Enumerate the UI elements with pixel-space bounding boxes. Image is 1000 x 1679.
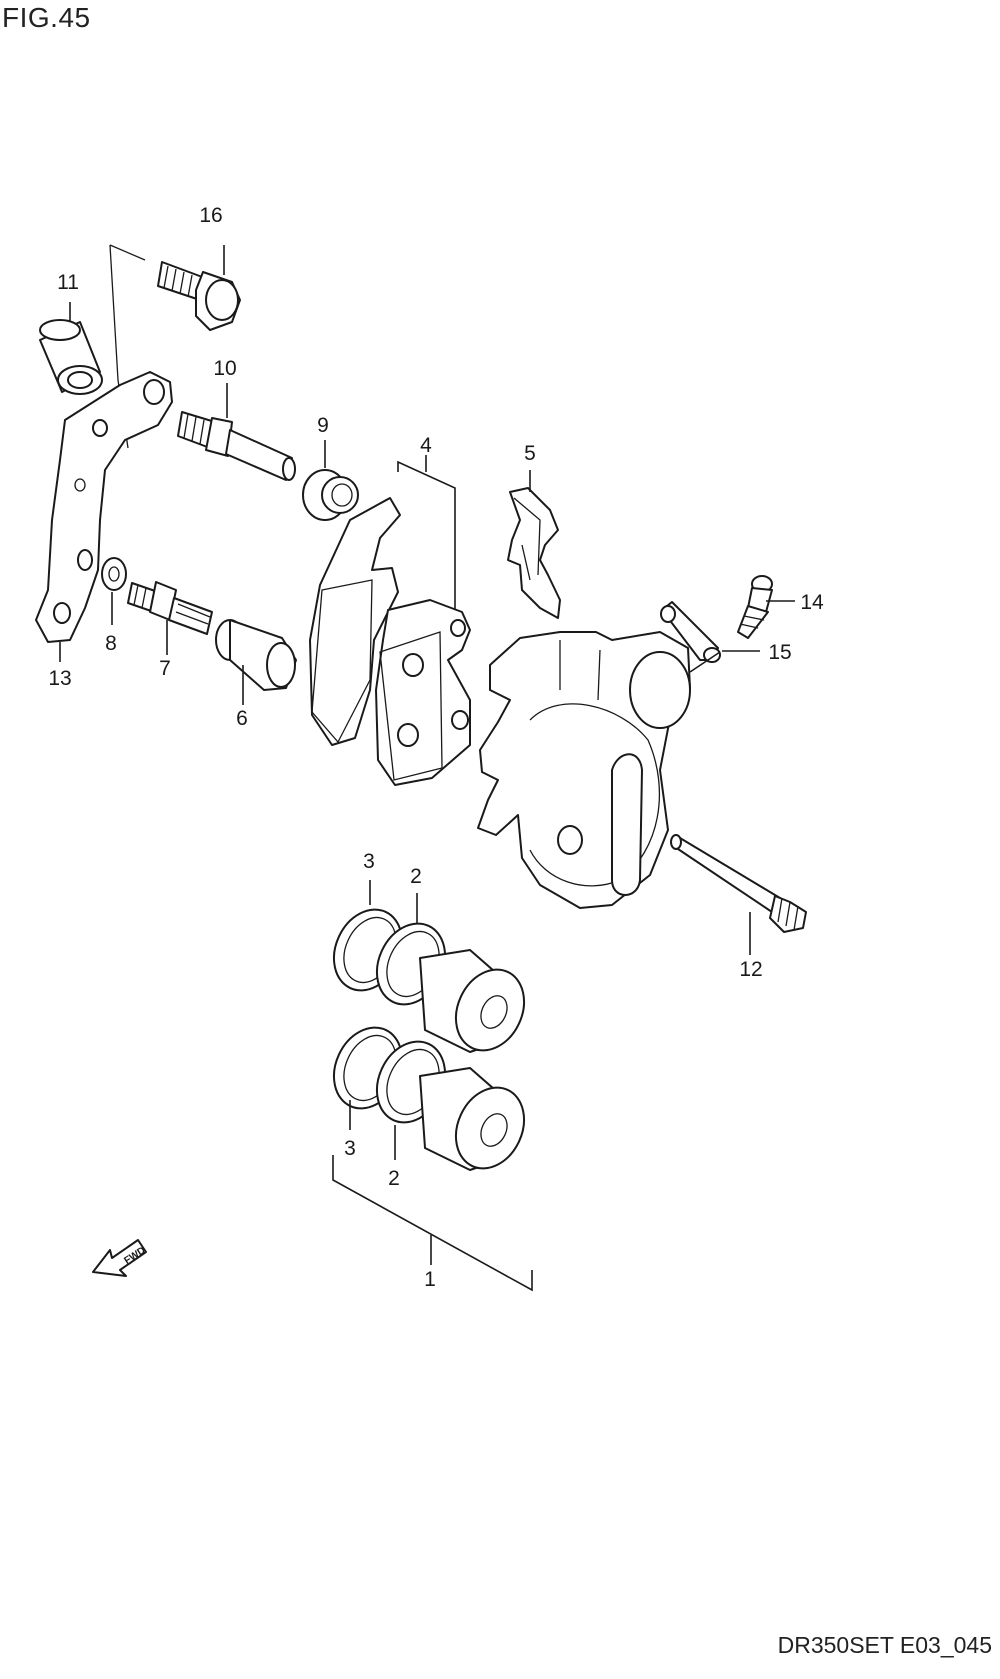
callout-9: 9	[317, 414, 329, 437]
part-11-sleeve	[39, 302, 103, 395]
kit-bracket	[332, 1155, 533, 1292]
callout-16: 16	[199, 204, 222, 227]
callout-15: 15	[768, 641, 791, 664]
part-9-boot	[302, 440, 359, 521]
callout-8: 8	[105, 632, 117, 655]
callout-4: 4	[420, 434, 432, 457]
fwd-arrow-icon: FWD	[92, 1239, 147, 1277]
callout-3-upper: 3	[363, 850, 375, 873]
callout-3-lower: 3	[344, 1137, 356, 1160]
piston-seal-set-upper	[332, 880, 526, 1053]
part-13-bracket	[35, 371, 173, 662]
callout-2-upper: 2	[410, 865, 422, 888]
callout-5: 5	[524, 442, 536, 465]
callout-7: 7	[159, 657, 171, 680]
callout-11: 11	[57, 271, 79, 294]
figure-title: FIG.45	[2, 2, 91, 33]
callout-13: 13	[48, 667, 71, 690]
part-16-bolt	[157, 245, 241, 331]
part-5-spring	[507, 470, 561, 619]
caliper-body	[477, 631, 691, 909]
callout-6: 6	[236, 707, 248, 730]
part-7-pin	[127, 581, 213, 655]
callout-12: 12	[739, 958, 762, 981]
part-15-cap	[660, 601, 760, 673]
figure-code: DR350SET E03_045	[777, 1632, 992, 1658]
callout-14: 14	[800, 591, 824, 614]
callout-10: 10	[213, 357, 236, 380]
part-4-brake-pads	[309, 455, 471, 786]
part-10-pin	[177, 383, 296, 481]
callout-1: 1	[424, 1268, 436, 1291]
piston-seal-set-lower	[332, 1026, 526, 1171]
part-14-bleeder	[737, 575, 795, 639]
part-12-bolt	[670, 834, 807, 955]
part-8-washer	[101, 557, 127, 625]
callout-2-lower: 2	[388, 1167, 400, 1190]
part-6-slide-pin	[215, 619, 297, 705]
